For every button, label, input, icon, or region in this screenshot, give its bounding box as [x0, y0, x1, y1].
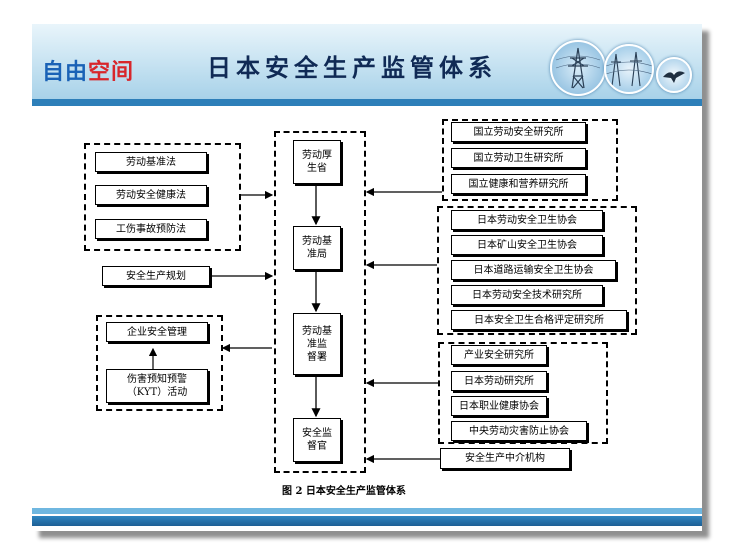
kyt-activity-box: 伤害预知预警 （KYT）活动: [106, 369, 208, 403]
bird-icon: [656, 57, 692, 93]
institute-item-nutrition: 国立健康和营养研究所: [451, 174, 586, 194]
institute-item-hygiene: 国立劳动卫生研究所: [451, 148, 586, 168]
logo: 自由空间: [42, 54, 134, 86]
research-item-accident-prevention: 中央劳动灾害防止协会: [451, 421, 587, 441]
ministry-health-labour: 劳动厚 生省: [293, 140, 341, 184]
figure-caption: 图 2 日本安全生产监管体系: [282, 486, 406, 497]
enterprise-safety-management-box: 企业安全管理: [106, 322, 208, 342]
law-box-accident-prevention: 工伤事故预防法: [95, 219, 207, 239]
research-item-industrial-safety: 产业安全研究所: [451, 345, 547, 365]
research-item-labour: 日本劳动研究所: [451, 371, 547, 391]
laws-group: [84, 143, 241, 251]
page-title: 日本安全生产监管体系: [207, 54, 497, 82]
association-item-safety-health: 日本劳动安全卫生协会: [451, 210, 603, 230]
safety-planning-box: 安全生产规划: [102, 266, 210, 286]
enterprise-group: [96, 315, 223, 411]
association-item-road-transport: 日本道路运输安全卫生协会: [451, 260, 616, 280]
law-box-safety-health: 劳动安全健康法: [95, 185, 207, 205]
slide: 自由空间 日本安全生产监管体系: [32, 24, 702, 531]
footer-stripe: [32, 508, 702, 514]
association-item-conformity-assessment: 日本安全卫生合格评定研究所: [451, 310, 627, 330]
logo-part-b: 空间: [88, 60, 135, 85]
intermediary-box: 安全生产中介机构: [440, 448, 570, 469]
power-tower-icon: [550, 40, 606, 96]
institutes-group: [442, 119, 618, 201]
research-item-occupational-health: 日本职业健康协会: [451, 396, 547, 416]
footer-bar: [32, 516, 702, 526]
association-item-safety-technology: 日本劳动安全技术研究所: [451, 285, 603, 305]
associations-group: [437, 206, 637, 335]
labour-standards-bureau: 劳动基 准局: [293, 226, 341, 270]
header-banner: 自由空间 日本安全生产监管体系: [32, 24, 702, 99]
logo-part-a: 自由: [42, 60, 89, 85]
research-group: [438, 342, 608, 444]
association-item-mining: 日本矿山安全卫生协会: [451, 235, 603, 255]
center-chain-group: [274, 131, 366, 473]
institute-item-safety: 国立劳动安全研究所: [451, 122, 586, 142]
labour-standards-inspection-office: 劳动基 准监 督署: [293, 313, 341, 375]
safety-inspector: 安全监 督官: [293, 418, 341, 462]
header-stripe: [32, 99, 702, 106]
law-box-labour-standards: 劳动基准法: [95, 152, 207, 172]
connector-lines: [148, 184, 442, 464]
power-line-icon: [604, 44, 654, 94]
